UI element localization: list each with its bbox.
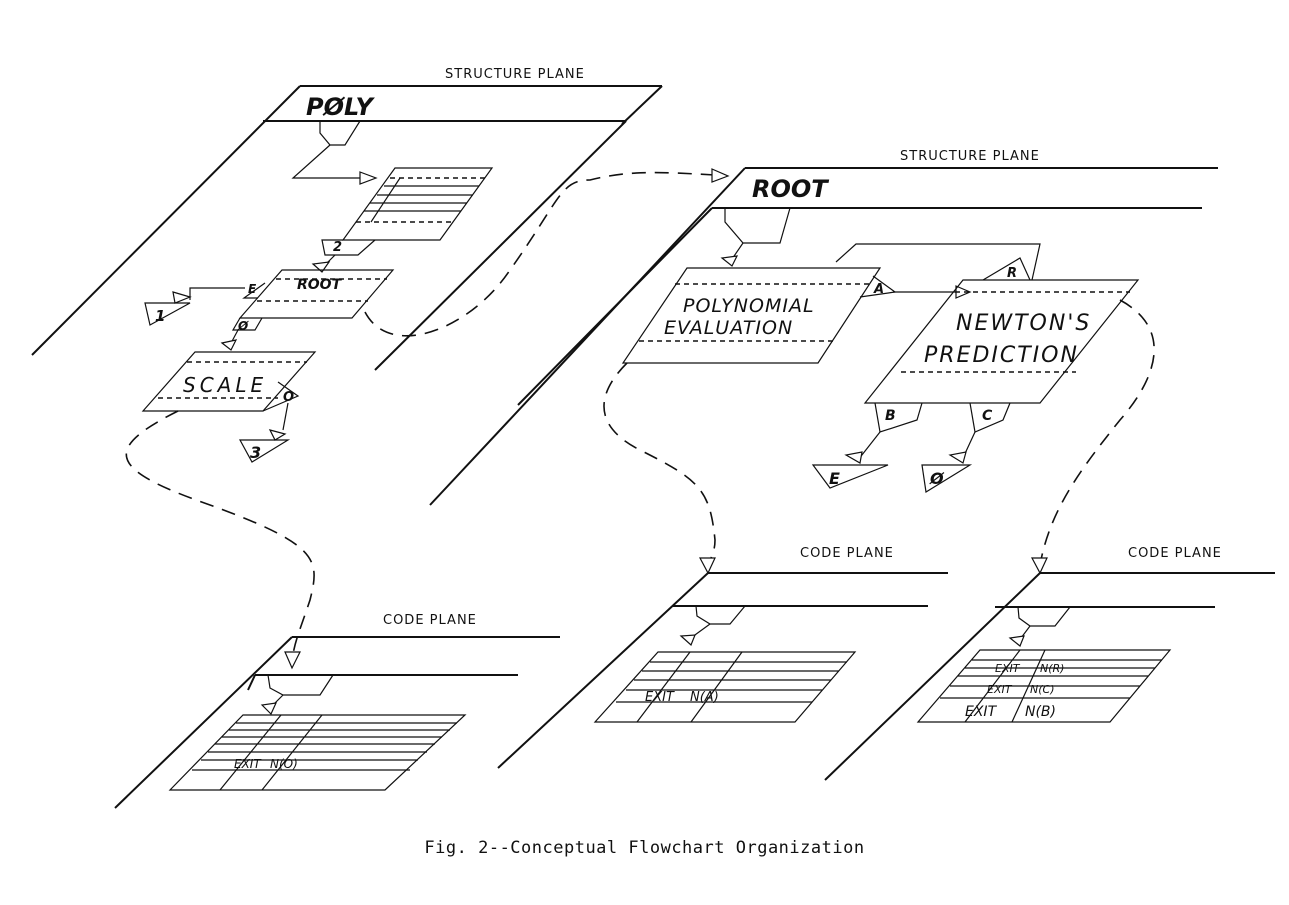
figure-caption: Fig. 2--Conceptual Flowchart Organizatio… (424, 838, 865, 858)
poly-plane-name: PØLY (306, 93, 376, 121)
code-plane-newton-label: CODE PLANE (1128, 546, 1222, 561)
code-newton-target-1: N(R) (1040, 662, 1064, 675)
root-structure-plane: STRUCTURE PLANE ROOT POLYNOMIAL EVALUATI… (429, 149, 1218, 506)
polynomial-eval-line2: EVALUATION (664, 317, 793, 339)
code-newton-target-2: N(C) (1030, 683, 1055, 696)
code-plane-poly-eval-label: CODE PLANE (800, 546, 894, 561)
code-newton-exit-2: EXIT (987, 683, 1013, 696)
connector-A: A (873, 282, 884, 297)
connector-3: 3 (250, 443, 261, 462)
root-plane-label: STRUCTURE PLANE (900, 149, 1040, 164)
newton-line2: PREDICTION (924, 343, 1079, 368)
connector-2: 2 (333, 240, 342, 255)
code-plane-scale-label: CODE PLANE (383, 613, 477, 628)
code-newton-target-3: N(B) (1025, 704, 1056, 720)
connector-R: R (1007, 266, 1017, 281)
code-newton-exit-1: EXIT (995, 662, 1021, 675)
link-curves (125, 168, 1155, 670)
code-poly-exit: EXIT (645, 690, 675, 705)
connector-phi: Ø (237, 319, 249, 333)
scale-label: SCALE (183, 373, 267, 397)
code-scale-exit: EXIT (234, 757, 262, 771)
code-newton-exit-3: EXIT (965, 704, 998, 720)
connector-O: O (283, 390, 294, 405)
polynomial-eval-line1: POLYNOMIAL (683, 295, 815, 317)
connector-1: 1 (155, 307, 165, 325)
root-plane-name: ROOT (752, 175, 829, 203)
code-plane-poly-eval: CODE PLANE EXIT N(A) (497, 546, 948, 769)
newton-line1: NEWTON'S (956, 311, 1091, 336)
code-poly-exit-target: N(A) (690, 690, 719, 705)
code-scale-exit-target: N(O) (270, 757, 298, 771)
poly-structure-plane: STRUCTURE PLANE PØLY 2 ROOT E (31, 67, 663, 463)
connector-B: B (885, 408, 896, 424)
connector-E: E (248, 282, 257, 296)
code-plane-scale: CODE PLANE EXIT N(O) (114, 613, 560, 809)
code-plane-newton: CODE PLANE EXIT N(R) EXIT N(C) EXIT N(B) (824, 546, 1275, 781)
connector-phi-out: Ø (929, 469, 945, 488)
connector-C: C (982, 408, 993, 424)
root-call-label: ROOT (297, 277, 343, 293)
poly-plane-label: STRUCTURE PLANE (445, 67, 585, 82)
connector-E-out: E (829, 469, 840, 488)
